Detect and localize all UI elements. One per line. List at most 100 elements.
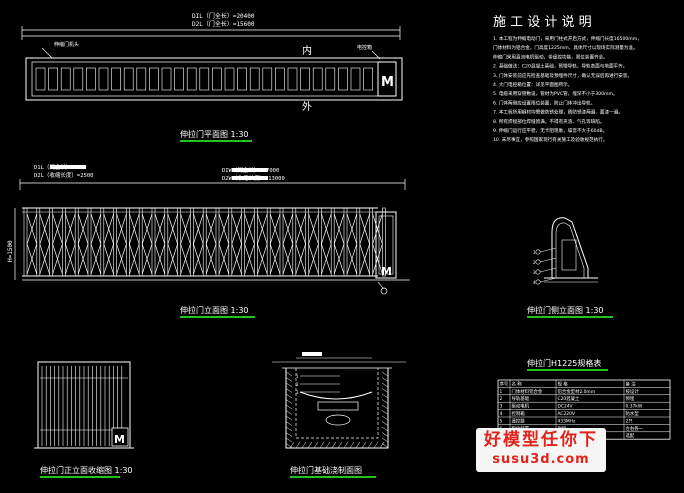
elevation-post — [23, 207, 28, 277]
hatch-line — [285, 432, 293, 437]
notes-line: 门体材料为铝合金，门高度1225mm，具体尺寸以现场实际测量为准。 — [493, 44, 638, 51]
scissor-link — [231, 243, 242, 275]
foundation-callouts: 123 — [296, 374, 340, 395]
plan-callout-left: 伸缩门机头 — [54, 41, 79, 48]
watermark-badge[interactable]: 好模型任你下 susu3d.com — [476, 428, 606, 472]
elevation-post — [113, 207, 117, 277]
hatch-line — [307, 441, 313, 449]
elevation-post — [318, 207, 322, 277]
scissor-link — [103, 213, 114, 245]
scissor-link — [129, 213, 140, 245]
watermark-line-1: 好模型任你下 — [484, 430, 598, 450]
foundation-view: 123 伸拉门基础浇制面图 — [272, 352, 406, 478]
spec-table-cell: 左右各一 — [626, 425, 644, 432]
plan-cell — [48, 67, 58, 91]
plan-caption: 伸拉门平面图 1:30 — [180, 129, 249, 139]
spec-table-cell: 铝合金型材2.0mm — [558, 388, 596, 395]
hatch-line — [381, 426, 389, 432]
hatch-line — [331, 441, 337, 449]
scissor-link — [193, 213, 204, 245]
hatch-line — [295, 441, 301, 449]
spec-table-cell: 导轨基础 — [512, 395, 530, 402]
hatch-line — [285, 377, 293, 382]
plan-cell — [98, 67, 109, 91]
scissor-link — [321, 243, 332, 275]
side-callout-marker — [535, 249, 541, 255]
elevation-post — [305, 207, 309, 277]
notes-line: 5. 电缆采用穿管敷设，管材为PVC管，埋深不小于300mm。 — [493, 90, 618, 97]
side-callout-label: 2 — [533, 260, 536, 265]
plan-cell — [174, 67, 184, 91]
plan-cell — [161, 67, 172, 91]
plan-cell — [186, 67, 197, 91]
notes-line: 7. 本工程所用钢材均需做防锈处理，刷防锈漆两遍、面漆一遍。 — [493, 109, 623, 116]
hatch-line — [285, 437, 293, 443]
scissor-link — [308, 243, 319, 275]
scissor-link — [282, 243, 294, 275]
spec-table-cell: 遥控器 — [512, 417, 526, 424]
elev-height-label: H=1500 — [7, 240, 14, 262]
scissor-link — [372, 243, 383, 275]
plan-motor-mark: M — [381, 75, 394, 90]
spec-table-cell: 0.37kW — [626, 404, 643, 410]
elevation-post — [228, 207, 233, 277]
elevation-post — [330, 207, 335, 277]
hatch-line — [381, 399, 389, 404]
plan-cell — [338, 67, 348, 91]
scissor-link — [116, 243, 127, 275]
spec-table-cell: 2 — [500, 396, 503, 402]
hatch-line — [381, 437, 389, 443]
design-notes: 施 工 设 计 说 明 1. 本工程为伸缩电动门，采用门柱式开启方式，伸缩门长度… — [493, 15, 642, 143]
scissor-link — [333, 243, 345, 275]
plan-cell — [300, 67, 310, 91]
elevation-post — [356, 207, 361, 277]
scissor-link — [77, 213, 89, 245]
notes-lines: 1. 本工程为伸缩电动门，采用门柱式开启方式，伸缩门长度16500mm， 门体材… — [493, 35, 642, 143]
plan-dim-1: DIL（门全长）=20400 — [192, 12, 255, 20]
plan-cell — [325, 67, 336, 91]
notes-line: 9. 伸缩门运行应平稳，无卡阻现象，噪音不大于60dB。 — [493, 127, 607, 134]
spec-table-header-cell: 备 注 — [626, 380, 637, 387]
hatch-line — [349, 441, 355, 449]
scissor-link — [218, 243, 230, 275]
hatch-line — [361, 441, 367, 449]
scissor-link — [26, 213, 38, 245]
spec-table-cell: DC24V — [558, 404, 573, 410]
scissor-link — [295, 243, 306, 275]
plan-gate-cells — [35, 67, 373, 91]
notes-line: 10. 未尽事宜，参照国家现行有关施工及验收规范执行。 — [493, 136, 607, 143]
hatch-line — [381, 410, 389, 415]
notes-line: 2. 基础做法：C20混凝土基础，预埋导轨，导轨表面与地面平齐。 — [493, 63, 627, 70]
scissor-link — [321, 213, 332, 245]
plan-cell — [212, 67, 222, 91]
scissor-link — [141, 213, 153, 245]
scissor-link — [218, 213, 230, 245]
hatch-line — [285, 399, 293, 404]
hatch-line — [381, 415, 389, 421]
plan-cell — [136, 67, 147, 91]
elevation-post — [151, 207, 156, 277]
scissor-link — [129, 243, 140, 275]
plan-label-inner: 内 — [302, 44, 312, 57]
elevation-post — [292, 207, 297, 277]
scissor-link — [26, 243, 38, 275]
side-callout-label: 4 — [533, 280, 536, 285]
scissor-link — [205, 243, 217, 275]
plan-cell — [275, 67, 285, 91]
foundation-callout-label: 3 — [296, 390, 299, 395]
scissor-link — [77, 243, 89, 275]
scissor-link — [39, 213, 50, 245]
scissor-link — [180, 243, 191, 275]
hatch-line — [313, 441, 319, 449]
spec-table-cell: 433MHz — [558, 418, 576, 424]
spec-table-cell: 1 — [500, 389, 503, 395]
hatch-line — [325, 441, 331, 449]
hatch-line — [337, 441, 343, 449]
scissor-link — [167, 213, 178, 245]
elevation-post — [266, 207, 271, 277]
hatch-line — [381, 443, 389, 448]
elevation-post — [138, 207, 143, 277]
